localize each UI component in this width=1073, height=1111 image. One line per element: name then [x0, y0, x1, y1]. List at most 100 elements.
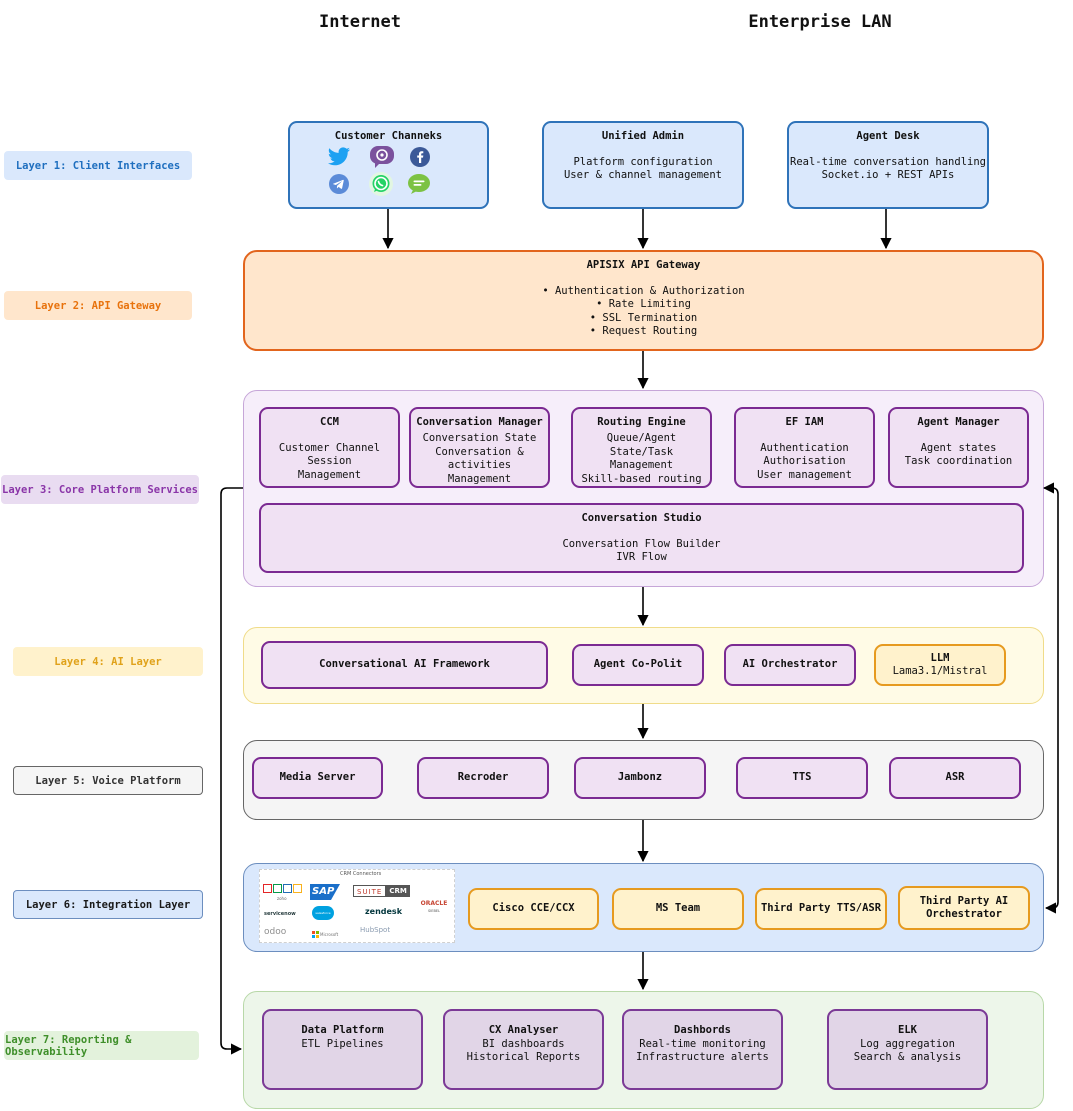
dashboards-title: Dashbords — [674, 1024, 731, 1036]
jambonz-title: Jambonz — [617, 771, 663, 784]
ef-iam-box[interactable]: EF IAM Authentication Authorisation User… — [734, 407, 875, 488]
sap-logo: SAP — [310, 884, 340, 900]
ef-iam-line: User management — [757, 468, 852, 481]
media-server-title: Media Server — [279, 771, 356, 784]
cx-analyser-title: CX Analyser — [488, 1024, 559, 1036]
unified-admin-title: Unified Admin — [601, 130, 685, 142]
facebook-icon — [408, 146, 432, 168]
unified-admin-box[interactable]: Unified Admin Platform configuration Use… — [542, 121, 744, 209]
cisco-title: Cisco CCE/CCX — [492, 902, 575, 915]
conversation-studio-box[interactable]: Conversation Studio Conversation Flow Bu… — [259, 503, 1024, 573]
agent-manager-box[interactable]: Agent Manager Agent states Task coordina… — [888, 407, 1029, 488]
third-party-ai-orchestrator-title: Third Party AI Orchestrator — [919, 894, 1009, 921]
routing-engine-line: Management — [609, 459, 674, 471]
ai-orchestrator-title: AI Orchestrator — [742, 658, 838, 671]
layer-7-label: Layer 7: Reporting & Observability — [4, 1031, 199, 1060]
conversation-manager-box[interactable]: Conversation Manager Conversation State … — [409, 407, 550, 488]
crm-connectors-panel: CRM Connectors zoho SAP SUITE CRM servic… — [259, 869, 455, 943]
twitter-icon — [327, 146, 351, 168]
agent-desk-line: Socket.io + REST APIs — [821, 169, 955, 181]
ef-iam-title: EF IAM — [785, 416, 824, 428]
media-server-box[interactable]: Media Server — [252, 757, 383, 799]
agent-copilot-title: Agent Co-Polit — [593, 658, 683, 671]
suitecrm-logo: SUITE CRM — [353, 885, 410, 897]
conversation-studio-title: Conversation Studio — [581, 512, 702, 524]
api-gateway-line: • SSL Termination — [589, 311, 698, 324]
tts-title: TTS — [792, 771, 812, 784]
elk-box[interactable]: ELK Log aggregation Search & analysis — [827, 1009, 988, 1090]
dashboards-line: Real-time monitoring — [639, 1037, 766, 1050]
crm-connectors-caption: CRM Connectors — [340, 871, 382, 877]
conversational-ai-framework-box[interactable]: Conversational AI Framework — [261, 641, 548, 689]
chat-icon — [407, 173, 431, 195]
conversation-manager-line: Conversation State — [422, 432, 537, 444]
third-party-ai-orchestrator-box[interactable]: Third Party AI Orchestrator — [898, 886, 1030, 930]
conversation-studio-line: IVR Flow — [616, 551, 667, 563]
zoho-logo: zoho — [263, 884, 303, 904]
data-platform-box[interactable]: Data Platform ETL Pipelines — [262, 1009, 423, 1090]
agent-copilot-box[interactable]: Agent Co-Polit — [572, 644, 704, 686]
llm-subtitle: Lama3.1/Mistral — [892, 665, 988, 677]
microsoft-logo: Microsoft — [312, 931, 342, 939]
api-gateway-title: APISIX API Gateway — [586, 259, 701, 271]
ccm-box[interactable]: CCM Customer Channel Session Management — [259, 407, 400, 488]
elk-title: ELK — [898, 1024, 917, 1036]
conversation-manager-line: Management — [447, 472, 512, 485]
customer-channels-box[interactable]: Customer Channeks — [288, 121, 489, 209]
layer-5-label: Layer 5: Voice Platform — [13, 766, 203, 795]
layer-2-label: Layer 2: API Gateway — [4, 291, 192, 320]
oracle-logo: ORACLE SIEBEL — [420, 900, 448, 913]
arrow-core-integration-bidirectional — [1042, 482, 1059, 914]
elk-line: Log aggregation — [860, 1037, 955, 1050]
api-gateway-box[interactable]: APISIX API Gateway • Authentication & Au… — [243, 250, 1044, 351]
elk-line: Search & analysis — [853, 1051, 962, 1063]
dashboards-box[interactable]: Dashbords Real-time monitoring Infrastru… — [622, 1009, 783, 1090]
ccm-line: Management — [297, 468, 362, 481]
ai-orchestrator-box[interactable]: AI Orchestrator — [724, 644, 856, 686]
salesforce-logo: salesforce — [312, 906, 334, 920]
hubspot-logo: HubSpot — [360, 926, 391, 934]
cx-analyser-box[interactable]: CX Analyser BI dashboards Historical Rep… — [443, 1009, 604, 1090]
ef-iam-line: Authorisation — [763, 455, 846, 467]
conversation-manager-line: Conversation & activities — [435, 445, 524, 472]
odoo-logo: odoo — [264, 927, 287, 937]
recorder-box[interactable]: Recroder — [417, 757, 549, 799]
zendesk-logo: zendesk — [365, 907, 403, 916]
agent-manager-line: Task coordination — [904, 455, 1013, 467]
cisco-box[interactable]: Cisco CCE/CCX — [468, 888, 599, 930]
ccm-title: CCM — [320, 416, 339, 428]
asr-title: ASR — [945, 771, 965, 784]
agent-manager-line: Agent states — [920, 441, 997, 454]
data-platform-line: ETL Pipelines — [301, 1037, 384, 1050]
conversation-studio-line: Conversation Flow Builder — [562, 537, 721, 550]
api-gateway-line: • Authentication & Authorization — [542, 284, 745, 297]
asr-box[interactable]: ASR — [889, 757, 1021, 799]
agent-desk-line: Real-time conversation handling — [790, 155, 986, 168]
arrow-core-to-reporting — [220, 487, 243, 1055]
api-gateway-line: • Rate Limiting — [596, 298, 691, 310]
third-party-tts-asr-box[interactable]: Third Party TTS/ASR — [755, 888, 887, 930]
llm-title: LLM — [930, 651, 950, 664]
ccm-line: Customer Channel Session — [278, 441, 381, 468]
routing-engine-line: Queue/Agent State/Task — [606, 432, 677, 458]
ms-team-box[interactable]: MS Team — [612, 888, 744, 930]
conversational-ai-framework-title: Conversational AI Framework — [319, 658, 490, 671]
layer-1-label: Layer 1: Client Interfaces — [4, 151, 192, 180]
ms-team-title: MS Team — [655, 902, 701, 915]
routing-engine-box[interactable]: Routing Engine Queue/Agent State/Task Ma… — [571, 407, 712, 488]
tts-box[interactable]: TTS — [736, 757, 868, 799]
dashboards-line: Infrastructure alerts — [636, 1051, 769, 1063]
servicenow-logo: servicenow — [264, 911, 296, 917]
jambonz-box[interactable]: Jambonz — [574, 757, 706, 799]
unified-admin-line: User & channel management — [563, 169, 723, 181]
layer-4-label: Layer 4: AI Layer — [13, 647, 203, 676]
telegram-icon — [327, 173, 351, 195]
agent-desk-box[interactable]: Agent Desk Real-time conversation handli… — [787, 121, 989, 209]
layer-6-label: Layer 6: Integration Layer — [13, 890, 203, 919]
header-internet: Internet — [319, 12, 401, 32]
data-platform-title: Data Platform — [301, 1024, 384, 1036]
agent-manager-title: Agent Manager — [917, 416, 1000, 428]
llm-box[interactable]: LLM Lama3.1/Mistral — [874, 644, 1006, 686]
third-party-tts-asr-title: Third Party TTS/ASR — [760, 902, 882, 915]
